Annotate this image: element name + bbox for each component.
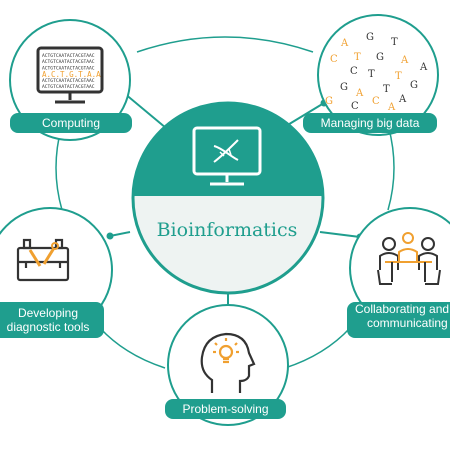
label-computing-text: Computing [41, 116, 101, 130]
arc-top [136, 36, 314, 53]
letter: A [355, 88, 364, 99]
letter: C [372, 96, 380, 107]
label-big-data: Managing big data [303, 113, 437, 133]
label-diagnostic-line-2: diagnostic tools [6, 320, 90, 334]
dot-diagnostic [106, 232, 114, 240]
letter: G [325, 96, 333, 107]
letter: C [350, 66, 358, 77]
node-circle-big-data [317, 14, 439, 136]
spoke-collaborating [319, 231, 361, 238]
head-lightbulb-icon [200, 332, 256, 393]
label-diagnostic-line-1: Developing [17, 306, 79, 320]
label-collaborating-line-1: Collaborating and [355, 302, 450, 316]
letter: G [340, 82, 348, 93]
label-collaborating: Collaborating and communicating [347, 302, 450, 338]
arc-bottom-right [284, 327, 351, 369]
node-circle-problem-solving [167, 304, 289, 426]
label-computing: Computing [10, 113, 132, 133]
letter: G [376, 52, 384, 63]
arc-bottom-left [99, 327, 166, 369]
center-title: Bioinformatics [156, 219, 298, 241]
screen-text-line: ACTGTCAATACTACGTAAC [42, 59, 95, 65]
label-big-data-text: Managing big data [320, 116, 420, 130]
letter: T [368, 69, 375, 80]
letter: A [387, 102, 396, 113]
screen-text-line: ACTGTCAATACTACGTAAC [42, 53, 95, 59]
arc-right [387, 124, 395, 211]
screen-text-line: ACTGTCAATACTACGTAAC [42, 65, 95, 71]
label-collaborating-line-2: communicating [367, 316, 448, 330]
label-diagnostic: Developing diagnostic tools [0, 302, 104, 338]
label-problem-solving: Problem-solving [165, 399, 286, 419]
node-circle-computing [9, 19, 131, 141]
people-meeting-icon [377, 232, 441, 285]
letter: C [330, 54, 338, 65]
letter: G [366, 32, 374, 43]
screen-text-line: A.C.T.G.T.A.A [42, 70, 101, 79]
screen-text: ACTGTCAATACTACGTAACACTGTCAATACTACGTAACAC… [42, 53, 101, 90]
monitor-dna-icon [192, 126, 262, 186]
letter: T [383, 84, 390, 95]
letter: T [391, 37, 398, 48]
screen-text-line: ACTGTCAATACTACGTAAC [42, 84, 95, 90]
letter: A [400, 55, 409, 66]
letter: A [419, 62, 428, 73]
toolbox-icon [16, 238, 70, 282]
screen-text-line: ACTGTCAATACTACGTAAC [42, 78, 95, 84]
label-problem-solving-text: Problem-solving [182, 402, 269, 416]
letter: T [354, 52, 361, 63]
letter: C [351, 101, 359, 112]
letter: G [410, 80, 418, 91]
center-outline [131, 101, 325, 295]
letter: T [395, 71, 402, 82]
computer-monitor-icon: ACTGTCAATACTACGTAACACTGTCAATACTACGTAACAC… [36, 46, 104, 104]
letter: A [340, 38, 349, 49]
letter: A [398, 94, 407, 105]
